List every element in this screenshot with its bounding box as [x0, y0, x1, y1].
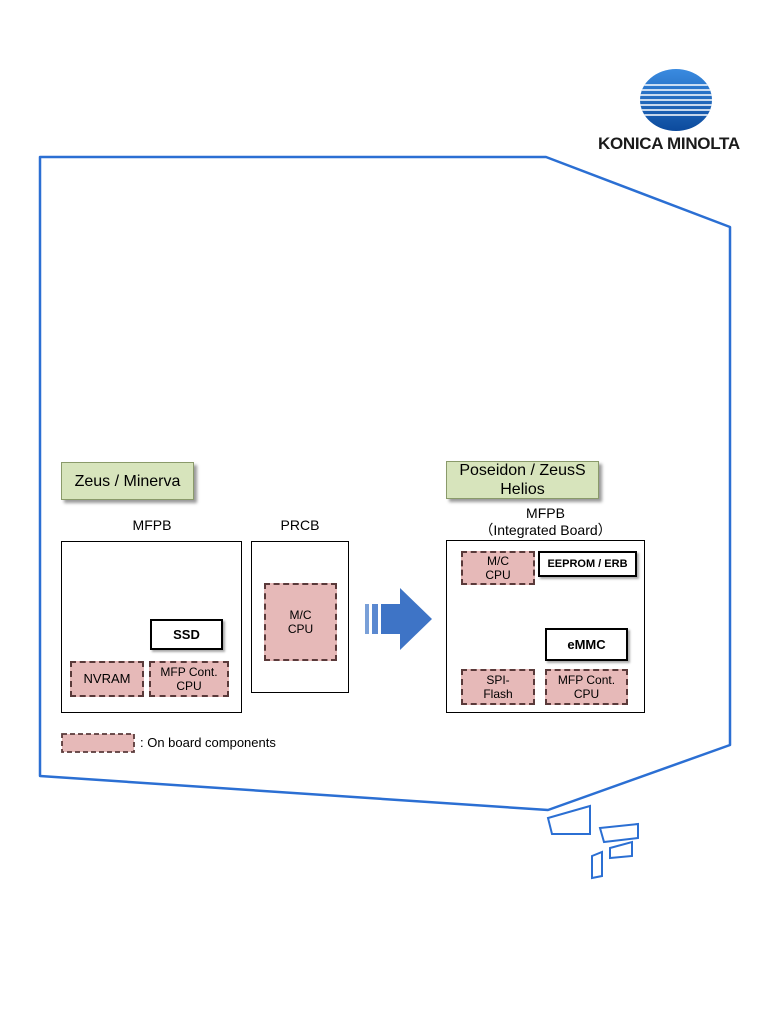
right-panel-title: Poseidon / ZeusS Helios — [446, 461, 599, 499]
integrated-mc-cpu-component: M/C CPU — [461, 551, 535, 585]
brand-name: KONICA MINOLTA — [598, 134, 740, 153]
legend-swatch — [61, 733, 135, 753]
content-outline — [38, 155, 732, 812]
integrated-mfp-cont-cpu-component: MFP Cont. CPU — [545, 669, 628, 705]
prcb-board-label: PRCB — [280, 517, 320, 533]
left-panel-title: Zeus / Minerva — [61, 462, 194, 500]
mfpb-board-label: MFPB — [132, 517, 172, 533]
nvram-component: NVRAM — [70, 661, 144, 697]
globe-logo-icon — [640, 69, 712, 131]
emmc-component: eMMC — [545, 628, 628, 661]
integrated-mfpb-board-label: MFPB （Integrated Board） — [479, 505, 612, 538]
eeprom-erb-component: EEPROM / ERB — [538, 551, 637, 577]
mc-cpu-component: M/C CPU — [264, 583, 337, 661]
corner-shapes-icon — [546, 804, 639, 880]
ssd-component: SSD — [150, 619, 223, 650]
transition-arrow-icon — [365, 588, 432, 650]
legend-label: : On board components — [140, 735, 276, 750]
mfp-cont-cpu-component: MFP Cont. CPU — [149, 661, 229, 697]
spi-flash-component: SPI- Flash — [461, 669, 535, 705]
